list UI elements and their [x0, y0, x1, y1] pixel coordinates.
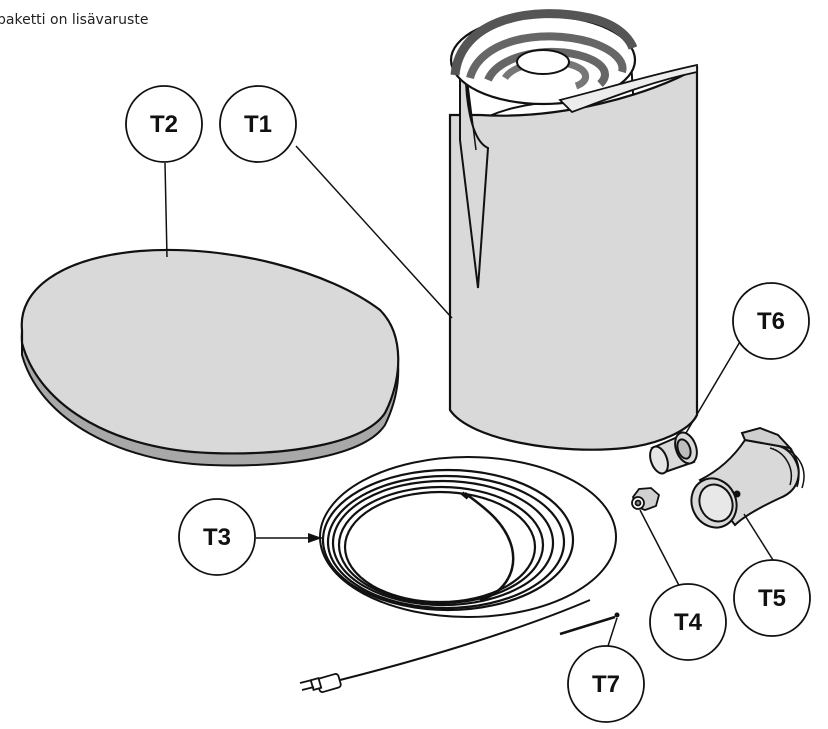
- insulation-roll: [448, 9, 699, 451]
- heating-cable-coil: [299, 456, 617, 693]
- caption-text: paketti on lisävaruste: [0, 12, 149, 28]
- callout-t5-label: T5: [758, 585, 786, 612]
- fitting-nut: [631, 487, 661, 511]
- callout-t3-label: T3: [203, 524, 231, 551]
- callout-t7-label: T7: [592, 671, 620, 698]
- leader-arrowhead: [308, 533, 322, 543]
- elbow-connector: [690, 426, 805, 529]
- callout-t4-label: T4: [674, 609, 703, 636]
- oval-insulation-pad: [20, 248, 400, 467]
- callout-t4: T4: [649, 583, 727, 661]
- small-rod: [559, 612, 620, 636]
- callout-t2-label: T2: [150, 111, 178, 138]
- callout-t3: T3: [178, 498, 256, 576]
- pipe-cap: [649, 431, 698, 475]
- callout-t2: T2: [125, 85, 203, 163]
- callout-t1-label: T1: [244, 111, 272, 138]
- callout-t6: T6: [732, 282, 810, 360]
- callout-t6-label: T6: [757, 308, 785, 335]
- callout-t5: T5: [733, 559, 811, 637]
- callout-t7: T7: [567, 645, 645, 723]
- callout-t1: T1: [219, 85, 297, 163]
